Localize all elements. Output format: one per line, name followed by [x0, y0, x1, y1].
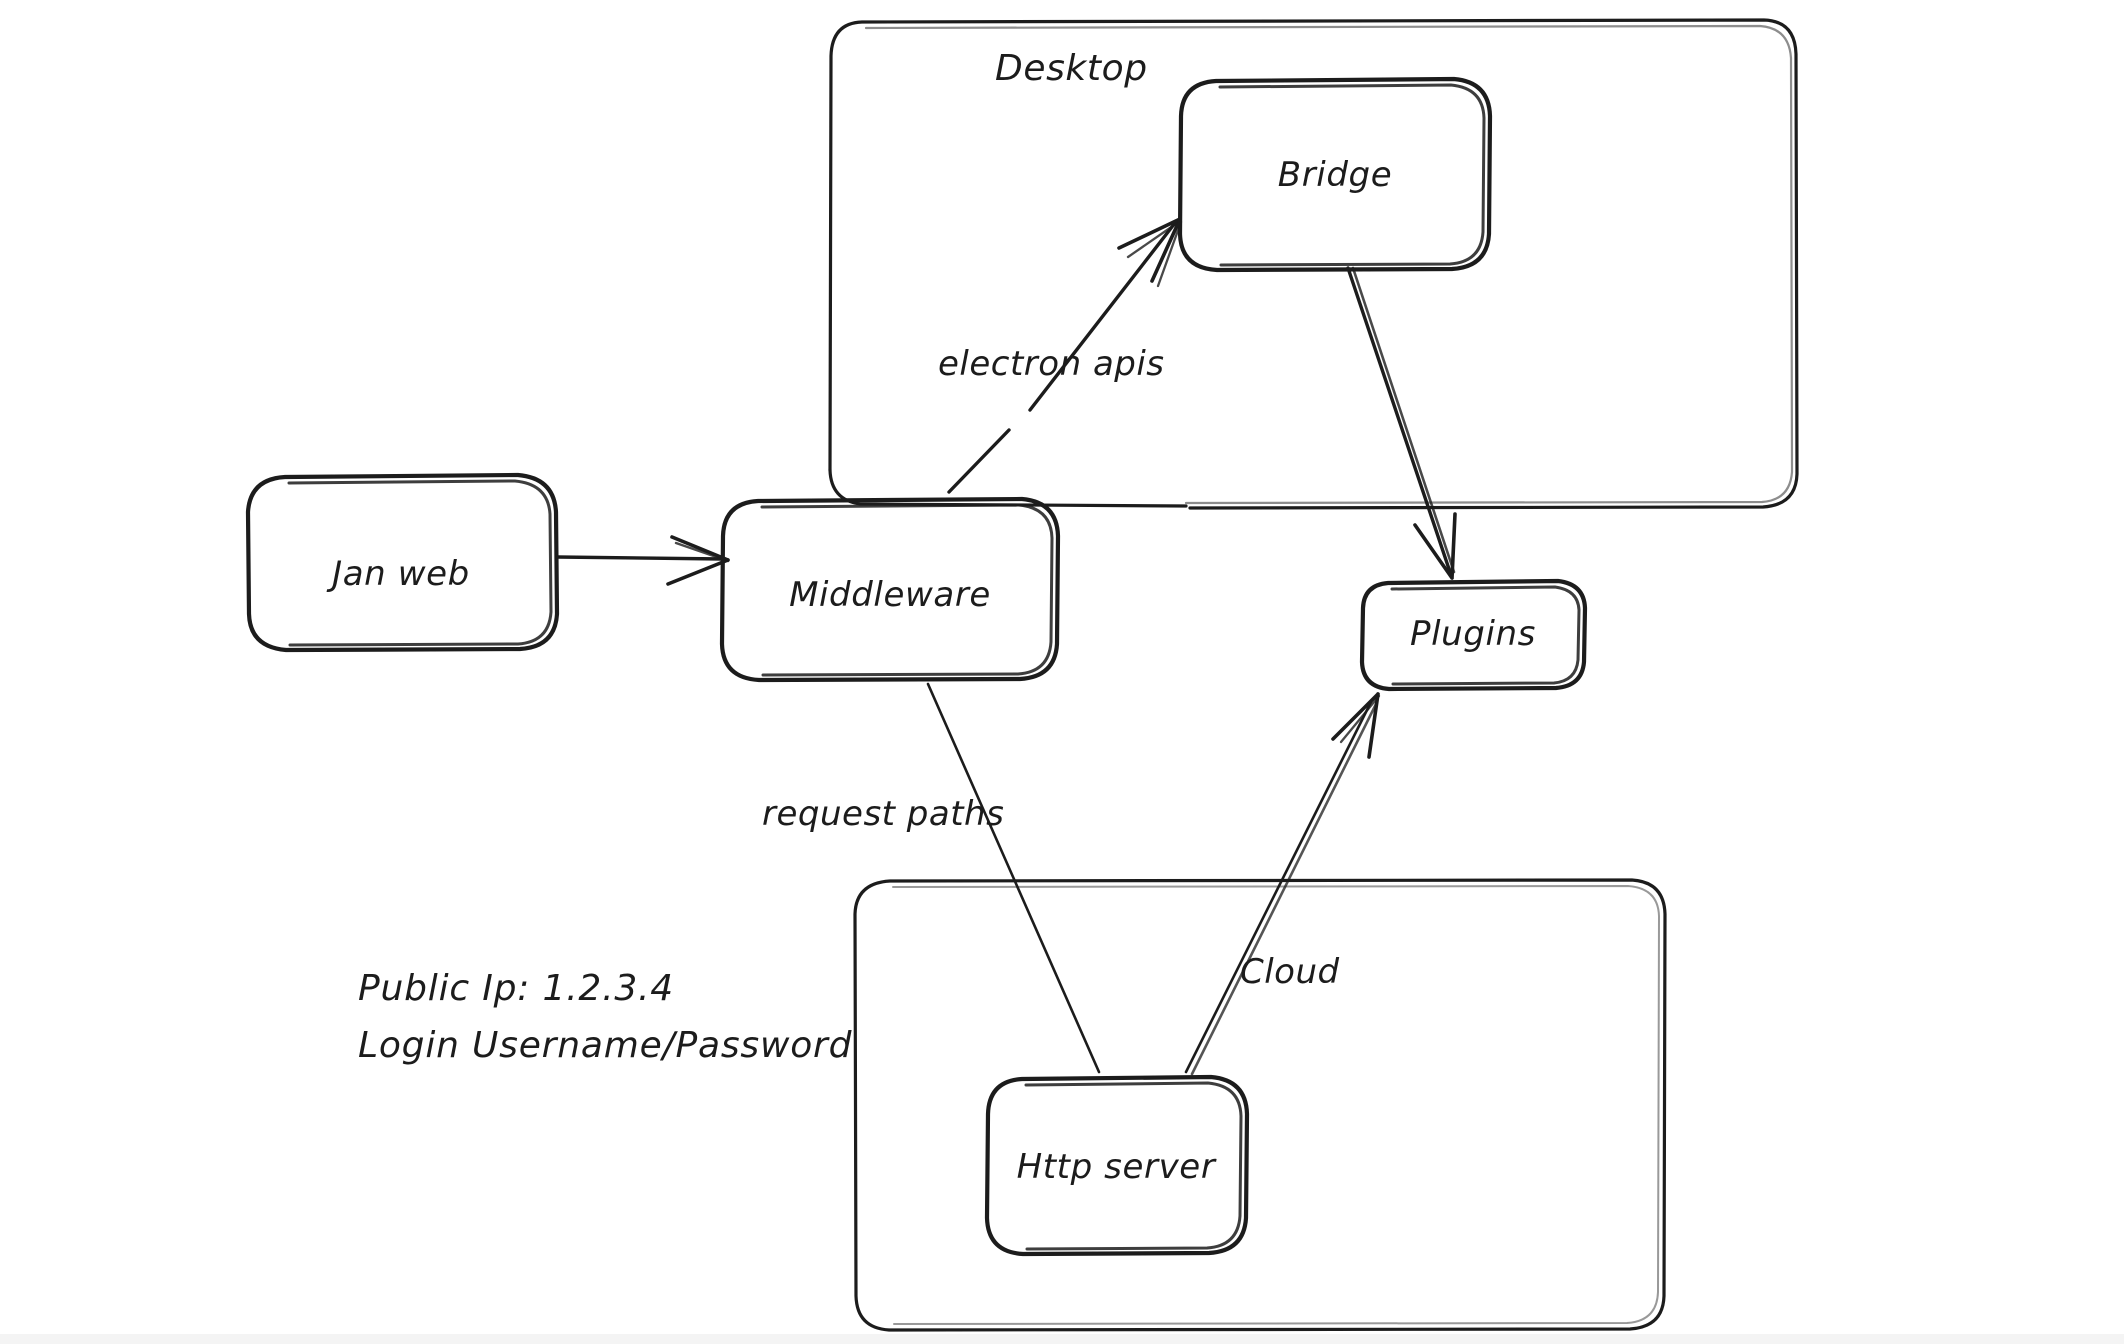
edge-line-middleware-httpserver — [926, 682, 1101, 1074]
arrowhead-into-middleware — [666, 535, 730, 586]
cloud-region-outline — [853, 878, 1667, 1332]
container-cloud-region[interactable] — [853, 878, 1667, 1332]
node-label-plugins: Plugins — [1410, 614, 1536, 654]
edge-line-middleware-bridge — [947, 221, 1177, 494]
edge-label-electron-apis: electron apis — [938, 344, 1165, 384]
node-outline-plugins — [1359, 578, 1588, 692]
note-line-public-ip: Public Ip: 1.2.3.4 — [358, 968, 674, 1009]
note-public-ip: Public Ip: 1.2.3.4 Login Username/Passwo… — [358, 968, 853, 1066]
node-outline-middleware-echo — [760, 503, 1054, 677]
node-outline-jan-web-echo — [287, 479, 553, 647]
arrowhead-into-middleware-echo — [674, 541, 730, 563]
arrowhead-into-bridge-echo — [1126, 219, 1183, 288]
arrowhead-into-plugins-top — [1413, 512, 1457, 580]
desktop-container-bottom-left — [828, 468, 1188, 508]
arrowhead-into-plugins-bottom — [1331, 692, 1380, 759]
edge-line-bridge-plugins — [1346, 266, 1452, 574]
desktop-container-outline-echo — [864, 24, 1794, 505]
node-outline-bridge-echo — [1218, 83, 1486, 267]
edge-janweb-to-middleware[interactable] — [555, 535, 730, 586]
arrowhead-into-bridge — [1117, 217, 1182, 283]
edge-line-bridge-plugins-echo — [1351, 266, 1456, 574]
cloud-region-outline-echo — [892, 885, 1660, 1325]
node-plugins[interactable]: Plugins — [1359, 578, 1588, 692]
edge-line-httpserver-plugins-echo — [1190, 700, 1379, 1076]
edge-middleware-to-bridge[interactable]: electron apis — [938, 217, 1183, 494]
node-jan-web[interactable]: Jan web — [245, 472, 560, 653]
container-desktop[interactable]: Desktop — [828, 18, 1799, 510]
arrowhead-into-plugins-bottom-echo — [1339, 694, 1381, 744]
node-outline-http-server — [984, 1074, 1250, 1257]
edge-middleware-to-httpserver[interactable]: request paths — [762, 682, 1101, 1074]
node-label-jan-web: Jan web — [326, 554, 470, 594]
edge-line-httpserver-plugins — [1184, 698, 1374, 1074]
edge-label-request-paths: request paths — [762, 794, 1004, 834]
node-http-server[interactable]: Http server — [984, 1074, 1250, 1257]
bottom-page-strip — [0, 1334, 2124, 1344]
node-middleware[interactable]: Middleware — [719, 496, 1061, 683]
edge-label-cloud: Cloud — [1240, 952, 1340, 992]
node-outline-plugins-echo — [1390, 585, 1581, 686]
note-line-login: Login Username/Password — [358, 1025, 853, 1066]
edge-bridge-to-plugins[interactable] — [1346, 266, 1457, 580]
node-label-http-server: Http server — [1017, 1147, 1217, 1187]
edge-line-janweb-middleware — [555, 555, 726, 561]
node-bridge[interactable]: Bridge — [1177, 76, 1493, 273]
node-outline-middleware — [719, 496, 1061, 683]
node-outline-http-server-echo — [1024, 1081, 1243, 1251]
node-outline-bridge — [1177, 76, 1493, 273]
desktop-container-outline — [828, 18, 1799, 510]
node-label-bridge: Bridge — [1278, 155, 1392, 195]
container-label-desktop: Desktop — [995, 48, 1148, 89]
node-outline-jan-web — [245, 472, 560, 653]
node-label-middleware: Middleware — [789, 575, 991, 615]
edge-httpserver-to-plugins[interactable]: Cloud — [1184, 692, 1381, 1076]
